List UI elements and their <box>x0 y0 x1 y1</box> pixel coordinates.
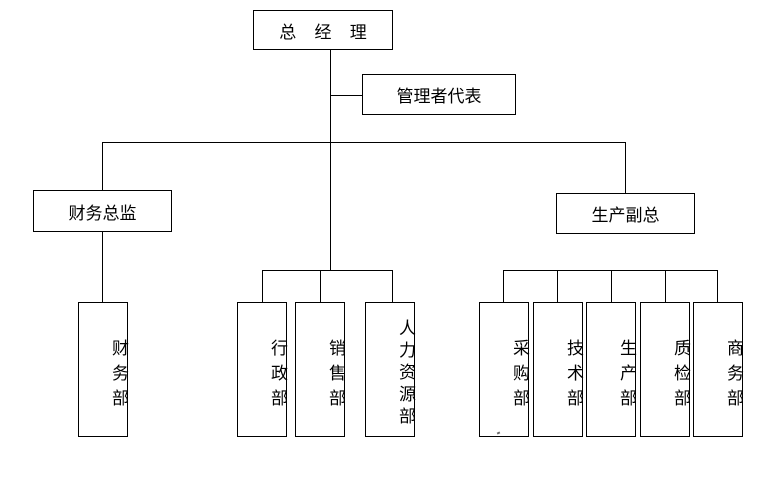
connector-bus-to-purchasing-dept <box>503 270 504 302</box>
node-finance-director[interactable]: 财务总监 <box>33 190 172 232</box>
node-label-technology-dept: 技术部 <box>564 339 583 414</box>
node-hr-dept[interactable]: 人力资源部 <box>365 302 415 437</box>
connector-bus-to-production-dept <box>611 270 612 302</box>
connector-bus-to-hr-dept <box>392 270 393 302</box>
connector-gm-to-mgmt-rep <box>330 95 363 96</box>
node-label-admin-dept: 行政部 <box>268 339 287 414</box>
node-label-production-dept: 生产部 <box>617 339 636 414</box>
connector-bus-to-sales-dept <box>320 270 321 302</box>
connector-level1-bus <box>102 142 626 143</box>
connector-middle-group-bus <box>262 270 393 271</box>
node-label-management-representative: 管理者代表 <box>396 87 482 106</box>
connector-bus-to-production-vp <box>625 142 626 194</box>
node-label-general-manager: 总 经 理 <box>279 22 374 42</box>
node-label-quality-dept: 质检部 <box>671 339 690 414</box>
node-management-representative[interactable]: 管理者代表 <box>362 74 516 115</box>
connector-bus-to-admin-dept <box>262 270 263 302</box>
node-business-dept[interactable]: 商务部 <box>693 302 743 437</box>
node-sales-dept[interactable]: 销售部 <box>295 302 345 437</box>
connector-bus-to-finance-director <box>102 142 103 191</box>
node-production-dept[interactable]: 生产部 <box>586 302 636 437</box>
node-admin-dept[interactable]: 行政部 <box>237 302 287 437</box>
node-label-sales-dept: 销售部 <box>326 339 345 414</box>
node-label-purchasing-dept: 采购部 <box>510 339 529 414</box>
node-label-production-vp: 生产副总 <box>591 206 660 225</box>
node-finance-dept[interactable]: 财务部 <box>78 302 128 437</box>
connector-finance-director-to-finance-dept <box>102 232 103 302</box>
connector-gm-spine <box>330 50 331 270</box>
connector-bus-to-business-dept <box>717 270 718 302</box>
node-general-manager[interactable]: 总 经 理 <box>253 10 393 50</box>
node-quality-dept[interactable]: 质检部 <box>640 302 690 437</box>
node-label-hr-dept: 人力资源部 <box>396 319 415 429</box>
node-purchasing-dept[interactable]: 采购部 <box>479 302 529 437</box>
node-label-finance-director: 财务总监 <box>68 203 137 223</box>
connector-right-group-bus <box>503 270 717 271</box>
node-technology-dept[interactable]: 技术部 <box>533 302 583 437</box>
node-production-vp[interactable]: 生产副总 <box>556 193 695 234</box>
connector-bus-to-technology-dept <box>557 270 558 302</box>
node-label-business-dept: 商务部 <box>724 339 743 414</box>
node-label-finance-dept: 财务部 <box>109 339 128 414</box>
connector-bus-to-quality-dept <box>665 270 666 302</box>
